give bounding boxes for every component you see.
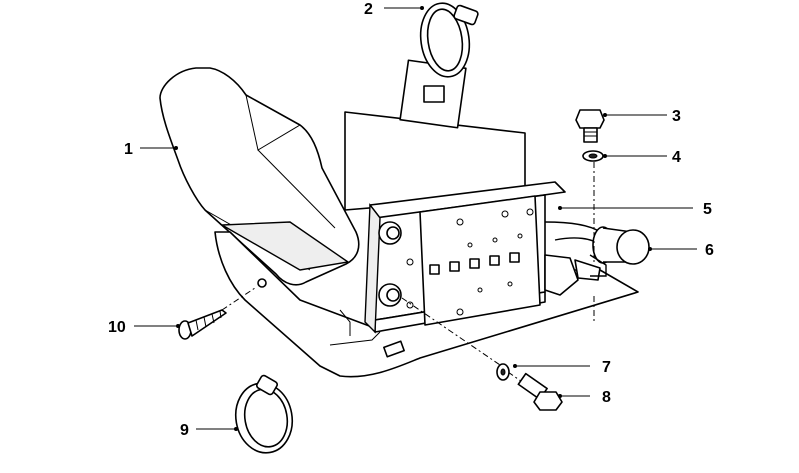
part-7-washer <box>496 363 510 381</box>
callout-5: 5 <box>703 201 712 218</box>
callout-8: 8 <box>602 389 611 406</box>
leader-dot-1 <box>174 146 178 150</box>
base-plate <box>214 231 639 378</box>
part-9-hose-clamp <box>234 374 294 454</box>
callout-2: 2 <box>364 1 373 18</box>
leader-dot-2 <box>420 6 424 10</box>
leader-dot-10 <box>176 324 180 328</box>
callout-1: 1 <box>124 141 133 158</box>
part-2-hose-clamp-top <box>399 2 479 129</box>
assembly-lines <box>221 162 595 387</box>
leader-dot-4 <box>603 154 607 158</box>
callout-10: 10 <box>108 319 126 336</box>
part-8-hex-bolt <box>517 372 563 411</box>
callout-3: 3 <box>672 108 681 125</box>
callout-4: 4 <box>672 149 681 166</box>
callout-9: 9 <box>180 422 189 439</box>
part-4-washer <box>582 150 604 162</box>
callout-numbers: 2 1 3 4 5 6 7 8 9 10 <box>108 1 714 439</box>
leader-dot-8 <box>558 394 562 398</box>
leader-dot-7 <box>513 364 517 368</box>
leader-dot-5 <box>558 206 562 210</box>
part-10-tapping-screw <box>178 309 227 340</box>
leader-dot-9 <box>234 427 238 431</box>
part-3-hex-bolt <box>575 109 605 143</box>
leader-dot-3 <box>603 113 607 117</box>
part-5-control-unit-bracket <box>364 181 601 334</box>
leader-dot-6 <box>648 247 652 251</box>
part-1-console-armrest <box>159 67 360 286</box>
callout-6: 6 <box>705 242 714 259</box>
leader-lines <box>134 6 697 431</box>
part-6-connector-holder <box>544 221 650 277</box>
callout-7: 7 <box>602 359 611 376</box>
